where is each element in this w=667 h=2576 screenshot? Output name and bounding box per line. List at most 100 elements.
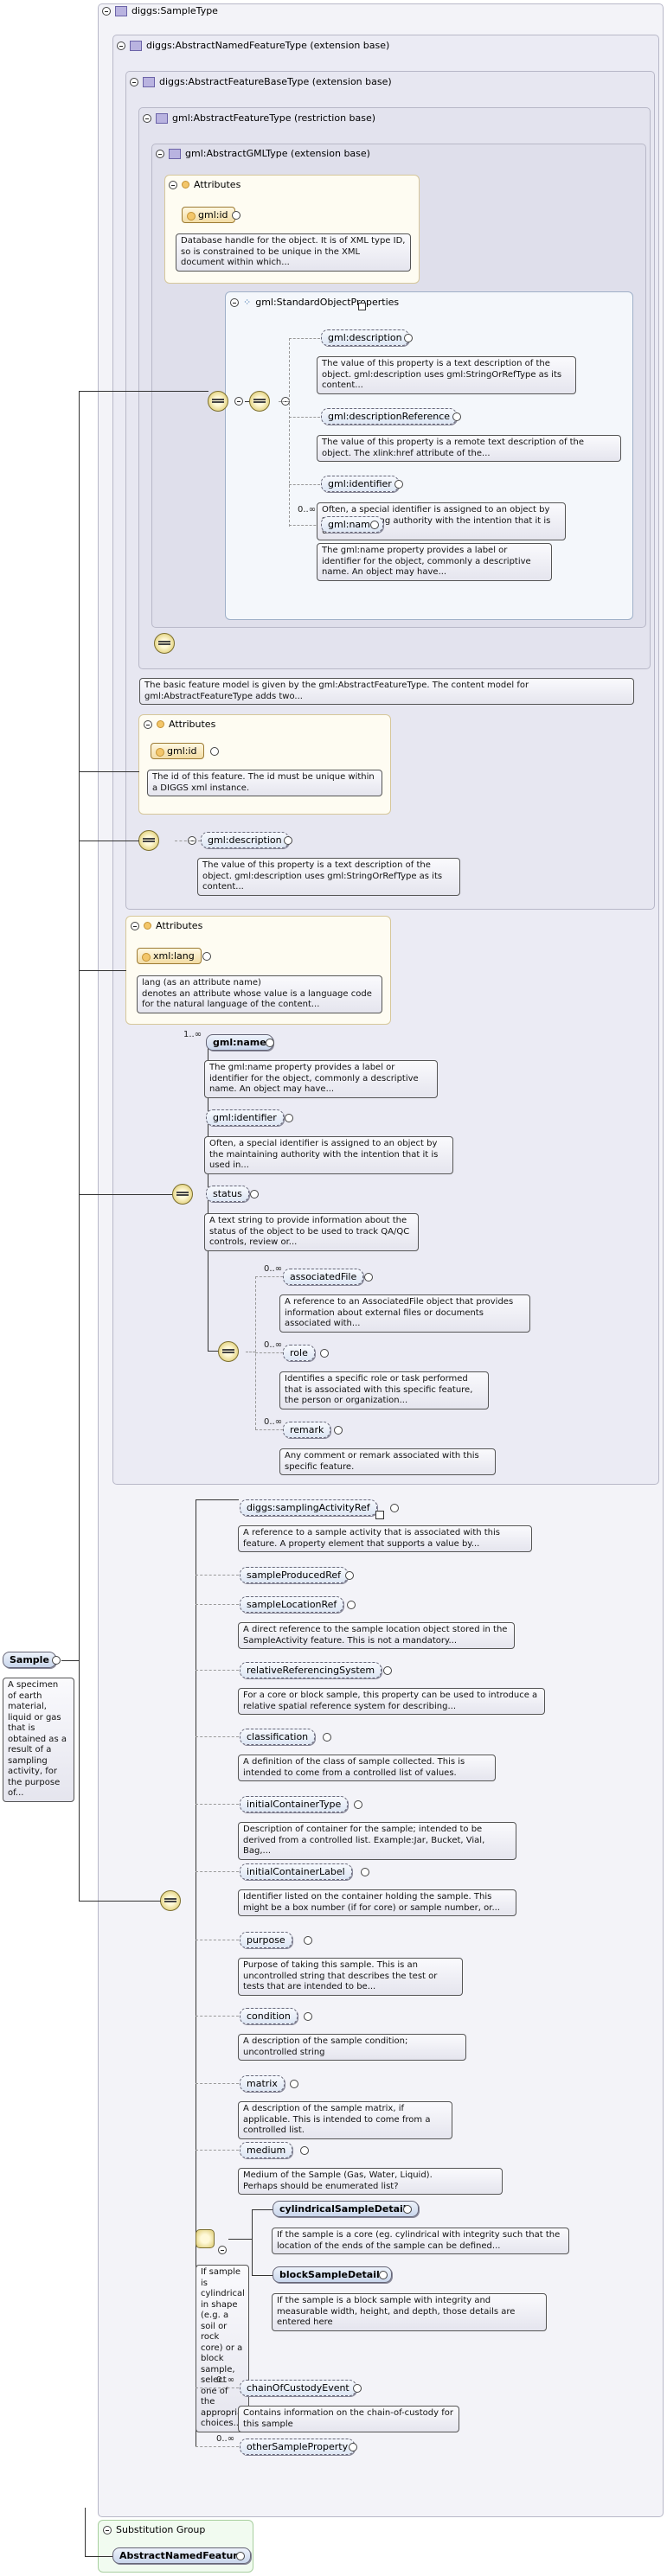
element-doc: A reference to a sample activity that is…	[238, 1525, 532, 1552]
collapse-toggle-icon[interactable]	[143, 113, 151, 123]
collapse-toggle-icon[interactable]	[218, 2246, 227, 2254]
element-doc: A text string to provide information abo…	[204, 1213, 419, 1251]
named-feature-header[interactable]: diggs:AbstractNamedFeatureType (extensio…	[117, 40, 389, 51]
root-element-sample[interactable]: Sample	[3, 1652, 56, 1668]
element-gml-name[interactable]: gml:name	[321, 516, 383, 533]
attributes-header[interactable]: Attributes	[131, 920, 202, 931]
substitution-group-header[interactable]: Substitution Group	[103, 2524, 205, 2535]
complex-type-icon	[115, 5, 127, 16]
expand-icon[interactable]	[383, 1666, 392, 1675]
element-sampleproducedref[interactable]: sampleProducedRef	[240, 1567, 348, 1583]
element-medium[interactable]: medium	[240, 2142, 293, 2158]
group-icon: ⁘	[243, 297, 252, 308]
expand-icon[interactable]	[210, 747, 219, 756]
element-matrix[interactable]: matrix	[240, 2075, 285, 2092]
expand-icon[interactable]	[290, 2080, 298, 2088]
expand-icon[interactable]	[452, 412, 461, 421]
element-cylindrical-sample-details[interactable]: cylindricalSampleDetails	[273, 2201, 420, 2217]
expand-icon[interactable]	[353, 2384, 362, 2393]
gml-type-header[interactable]: gml:AbstractGMLType (extension base)	[156, 148, 370, 159]
collapse-toggle-icon[interactable]	[102, 6, 111, 16]
expand-icon[interactable]	[354, 1800, 362, 1809]
expand-icon[interactable]	[390, 1504, 399, 1512]
collapse-toggle-icon[interactable]	[130, 77, 138, 86]
expand-icon[interactable]	[202, 952, 211, 961]
gml-feature-header[interactable]: gml:AbstractFeatureType (restriction bas…	[143, 112, 375, 124]
expand-icon[interactable]	[347, 1601, 356, 1609]
element-other-sample-property[interactable]: otherSampleProperty	[240, 2439, 356, 2455]
expand-icon[interactable]	[304, 1936, 312, 1945]
gml-id-attribute[interactable]: gml:id	[151, 743, 204, 759]
element-doc: The value of this property is a remote t…	[317, 435, 621, 462]
element-relativereferencingsystem[interactable]: relativeReferencingSystem	[240, 1662, 382, 1678]
collapse-toggle-icon[interactable]	[131, 921, 139, 930]
element-doc: The gml:name property provides a label o…	[317, 543, 552, 581]
element-gml-description[interactable]: gml:description	[201, 832, 289, 848]
element-gml-identifier[interactable]: gml:identifier	[321, 476, 399, 492]
sampletype-header[interactable]: diggs:SampleType	[102, 5, 218, 16]
ref-icon	[358, 303, 366, 310]
element-diggs-samplingactivityref[interactable]: diggs:samplingActivityRef	[240, 1499, 384, 1519]
expand-icon[interactable]	[394, 480, 403, 489]
element-remark[interactable]: remark	[283, 1422, 331, 1438]
element-gml-description[interactable]: gml:description	[321, 329, 409, 346]
attributes-header[interactable]: Attributes	[169, 179, 241, 190]
collapse-toggle-icon[interactable]	[117, 41, 125, 50]
expand-icon[interactable]	[345, 1571, 354, 1580]
expand-icon[interactable]	[349, 2443, 357, 2451]
expand-icon[interactable]	[320, 1349, 329, 1358]
element-condition[interactable]: condition	[240, 2008, 298, 2024]
collapse-toggle-icon[interactable]	[169, 180, 177, 189]
expand-icon[interactable]	[266, 1039, 274, 1047]
expand-icon[interactable]	[364, 1273, 373, 1282]
element-doc: A definition of the class of sample coll…	[238, 1755, 496, 1781]
element-role[interactable]: role	[283, 1345, 315, 1361]
element-status[interactable]: status	[206, 1186, 249, 1202]
expand-icon[interactable]	[304, 2012, 312, 2021]
collapse-toggle-icon[interactable]	[230, 297, 239, 307]
expand-icon[interactable]	[285, 1114, 293, 1122]
element-block-sample-details[interactable]: blockSampleDetails	[273, 2266, 393, 2283]
element-initialcontainertype[interactable]: initialContainerType	[240, 1796, 349, 1812]
element-purpose[interactable]: purpose	[240, 1932, 292, 1948]
attributes-header[interactable]: Attributes	[144, 719, 215, 730]
element-doc: Description of container for the sample;…	[238, 1822, 516, 1860]
expand-icon[interactable]	[403, 2205, 412, 2214]
expand-icon[interactable]	[232, 211, 241, 220]
expand-icon[interactable]	[404, 334, 413, 342]
xml-lang-attribute[interactable]: xml:lang	[137, 948, 202, 964]
substitution-abstract-named-feature[interactable]: AbstractNamedFeature	[112, 2547, 252, 2564]
gml-id-attribute[interactable]: gml:id	[182, 207, 235, 223]
element-gml-description-reference[interactable]: gml:descriptionReference	[321, 408, 458, 425]
element-samplelocationref[interactable]: sampleLocationRef	[240, 1596, 344, 1613]
expand-icon[interactable]	[334, 1426, 343, 1435]
feature-base-header[interactable]: diggs:AbstractFeatureBaseType (extension…	[130, 76, 392, 87]
element-doc: If the sample is a core (eg. cylindrical…	[272, 2228, 569, 2254]
element-initialcontainerlabel[interactable]: initialContainerLabel	[240, 1863, 352, 1880]
expand-icon[interactable]	[300, 2146, 309, 2155]
element-gml-identifier[interactable]: gml:identifier	[206, 1109, 284, 1126]
expand-icon[interactable]	[370, 521, 379, 529]
cardinality: 0..∞	[216, 2375, 235, 2385]
expand-icon[interactable]	[379, 2271, 388, 2279]
expand-icon[interactable]	[323, 1733, 331, 1742]
collapse-toggle-icon[interactable]	[156, 149, 164, 158]
element-chain-of-custody-event[interactable]: chainOfCustodyEvent	[240, 2380, 356, 2396]
expand-icon[interactable]	[52, 1656, 61, 1665]
element-classification[interactable]: classification	[240, 1729, 316, 1745]
complex-type-icon	[130, 40, 142, 51]
expand-icon[interactable]	[250, 1190, 259, 1199]
expand-icon[interactable]	[284, 836, 292, 845]
collapse-toggle-icon[interactable]	[144, 719, 152, 729]
expand-icon[interactable]	[236, 2552, 245, 2560]
collapse-toggle-icon[interactable]	[234, 397, 243, 406]
sequence-icon	[249, 391, 270, 412]
element-doc: Identifies a specific role or task perfo…	[279, 1371, 489, 1409]
expand-icon[interactable]	[361, 1868, 369, 1876]
collapse-toggle-icon[interactable]	[103, 2525, 112, 2534]
element-doc: Purpose of taking this sample. This is a…	[238, 1958, 463, 1996]
standard-object-properties-header[interactable]: ⁘gml:StandardObjectProperties	[230, 297, 399, 308]
element-associated-file[interactable]: associatedFile	[283, 1269, 364, 1285]
element-doc: Any comment or remark associated with th…	[279, 1448, 496, 1475]
element-gml-name[interactable]: gml:name	[206, 1034, 273, 1051]
